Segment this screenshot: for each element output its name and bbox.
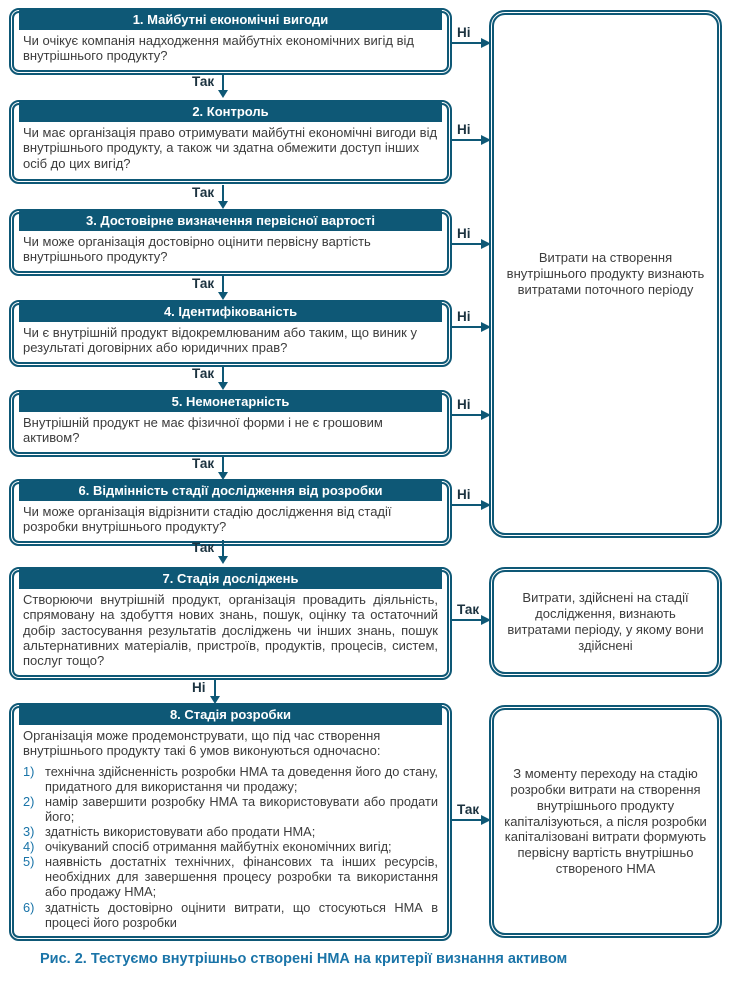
decision-box-6-title: 6. Відмінність стадії дослідження від ро…: [19, 479, 442, 501]
decision-box-3-title: 3. Достовірне визначення первісної варто…: [19, 209, 442, 231]
arrow-right-icon: [450, 500, 491, 510]
arrow-right-icon: [450, 239, 491, 249]
decision-box-1-title: 1. Майбутні економічні вигоди: [19, 8, 442, 30]
condition-text: очікуваний спосіб отримання майбутніх ек…: [45, 839, 392, 855]
outcome-box-capitalized-costs: З моменту переходу на стадію розробки ви…: [489, 705, 722, 938]
branch-label: Ні: [457, 122, 471, 137]
figure-caption: Рис. 2. Тестуємо внутрішньо створені НМА…: [40, 951, 568, 967]
branch-yes-8: Так: [450, 802, 491, 825]
arrow-down-icon: [218, 276, 229, 300]
branch-label: Так: [457, 802, 480, 817]
decision-box-1: 1. Майбутні економічні вигоди Чи очікує …: [9, 8, 452, 75]
connector-yes-1-2: Так: [192, 74, 229, 98]
branch-yes-7: Так: [450, 602, 491, 625]
decision-box-1-question: Чи очікує компанія надходження майбутніх…: [23, 33, 414, 64]
outcome-text: Витрати, здійснені на стадії дослідження…: [507, 590, 704, 653]
branch-label: Ні: [457, 309, 471, 324]
decision-box-6: 6. Відмінність стадії дослідження від ро…: [9, 479, 452, 546]
decision-box-2: 2. Контроль Чи має організація право отр…: [9, 100, 452, 184]
decision-box-7-question: Створюючи внутрішній продукт, організаці…: [23, 592, 438, 669]
branch-label: Так: [192, 366, 215, 381]
branch-no-1: Ні: [450, 25, 491, 48]
condition-item: 1) технічна здійсненність розробки НМА т…: [23, 764, 438, 794]
arrow-right-icon: [450, 322, 491, 332]
branch-label: Так: [192, 74, 215, 89]
connector-yes-6-7: Так: [192, 540, 229, 564]
outcome-box-current-period-expenses: Витрати на створення внутрішнього продук…: [489, 10, 722, 538]
outcome-text: Витрати на створення внутрішнього продук…: [506, 250, 705, 297]
arrow-down-icon: [218, 74, 229, 98]
decision-box-5: 5. Немонетарність Внутрішній продукт не …: [9, 390, 452, 457]
condition-text: технічна здійсненність розробки НМА та д…: [45, 763, 438, 794]
arrow-down-icon: [218, 456, 229, 480]
branch-no-3: Ні: [450, 226, 491, 249]
connector-yes-5-6: Так: [192, 456, 229, 480]
decision-box-5-question: Внутрішній продукт не має фізичної форми…: [23, 415, 383, 446]
condition-text: наявність достатніх технічних, фінансови…: [45, 854, 438, 900]
branch-no-5: Ні: [450, 397, 491, 420]
arrow-down-icon: [209, 680, 220, 704]
decision-box-8: 8. Стадія розробки Організація може прод…: [9, 703, 452, 941]
connector-yes-2-3: Так: [192, 185, 229, 209]
decision-box-3-question: Чи може організація достовірно оцінити п…: [23, 234, 371, 265]
condition-number: 1): [23, 763, 35, 779]
connector-yes-4-5: Так: [192, 366, 229, 390]
condition-item: 5) наявність достатніх технічних, фінанс…: [23, 854, 438, 899]
branch-label: Так: [457, 602, 480, 617]
arrow-right-icon: [450, 615, 491, 625]
branch-no-6: Ні: [450, 487, 491, 510]
connector-no-7-8: Ні: [192, 680, 220, 704]
arrow-down-icon: [218, 540, 229, 564]
decision-box-8-title: 8. Стадія розробки: [19, 703, 442, 725]
condition-text: здатність використовувати або продати НМ…: [45, 824, 316, 840]
condition-text: здатність достовірно оцінити витрати, що…: [45, 899, 438, 930]
branch-no-4: Ні: [450, 309, 491, 332]
condition-item: 4) очікуваний спосіб отримання майбутніх…: [23, 839, 438, 854]
branch-label: Ні: [457, 397, 471, 412]
condition-number: 4): [23, 839, 35, 855]
decision-box-7: 7. Стадія досліджень Створюючи внутрішні…: [9, 567, 452, 680]
decision-box-5-title: 5. Немонетарність: [19, 390, 442, 412]
branch-label: Так: [192, 185, 215, 200]
arrow-right-icon: [450, 410, 491, 420]
decision-box-2-title: 2. Контроль: [19, 100, 442, 122]
branch-no-2: Ні: [450, 122, 491, 145]
branch-label: Так: [192, 456, 215, 471]
condition-item: 2) намір завершити розробку НМА та викор…: [23, 794, 438, 824]
branch-label: Так: [192, 276, 215, 291]
connector-yes-3-4: Так: [192, 276, 229, 300]
branch-label: Ні: [192, 680, 206, 695]
branch-label: Так: [192, 540, 215, 555]
condition-number: 6): [23, 899, 35, 915]
condition-item: 6) здатність достовірно оцінити витрати,…: [23, 900, 438, 930]
decision-box-8-conditions-list: 1) технічна здійсненність розробки НМА т…: [14, 759, 447, 936]
arrow-right-icon: [450, 815, 491, 825]
condition-item: 3) здатність використовувати або продати…: [23, 824, 438, 839]
decision-box-6-question: Чи може організація відрізнити стадію до…: [23, 504, 392, 535]
decision-box-7-title: 7. Стадія досліджень: [19, 567, 442, 589]
arrow-right-icon: [450, 135, 491, 145]
decision-box-3: 3. Достовірне визначення первісної варто…: [9, 209, 452, 276]
branch-label: Ні: [457, 226, 471, 241]
branch-label: Ні: [457, 487, 471, 502]
condition-number: 3): [23, 824, 35, 840]
outcome-box-research-stage-expenses: Витрати, здійснені на стадії дослідження…: [489, 567, 722, 677]
condition-text: намір завершити розробку НМА та використ…: [45, 793, 438, 824]
branch-label: Ні: [457, 25, 471, 40]
condition-number: 5): [23, 854, 35, 870]
decision-box-2-question: Чи має організація право отримувати майб…: [23, 125, 438, 171]
outcome-text: З моменту переходу на стадію розробки ви…: [504, 765, 707, 877]
decision-box-8-intro: Організація може продемонструвати, що пі…: [23, 728, 381, 759]
decision-box-4-question: Чи є внутрішній продукт відокремлюваним …: [23, 325, 417, 356]
decision-box-4-title: 4. Ідентифікованість: [19, 300, 442, 322]
condition-number: 2): [23, 793, 35, 809]
decision-box-4: 4. Ідентифікованість Чи є внутрішній про…: [9, 300, 452, 367]
arrow-down-icon: [218, 185, 229, 209]
arrow-down-icon: [218, 366, 229, 390]
arrow-right-icon: [450, 38, 491, 48]
